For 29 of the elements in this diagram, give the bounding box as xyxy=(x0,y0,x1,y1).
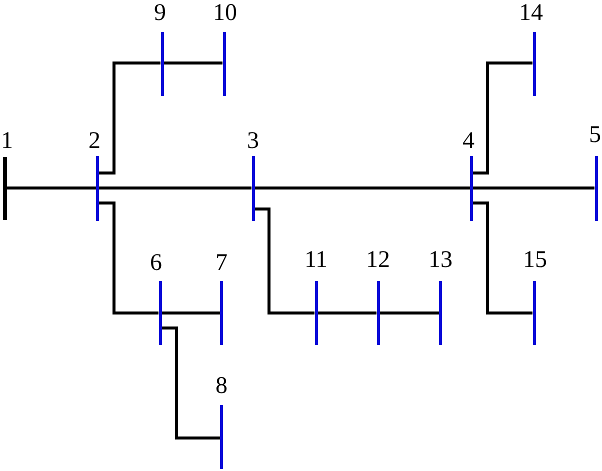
bus-number: 2 xyxy=(88,129,100,153)
bus-number: 1 xyxy=(1,129,13,153)
bus-number: 11 xyxy=(304,248,328,272)
bus-number: 5 xyxy=(589,123,601,147)
bus-number: 14 xyxy=(519,1,543,25)
feeder-line xyxy=(473,186,594,190)
bus-number: 15 xyxy=(523,248,547,272)
feeder-line xyxy=(162,326,220,440)
bus-number: 10 xyxy=(213,1,237,25)
feeder-line xyxy=(473,62,532,174)
feeder-line xyxy=(473,202,532,314)
feeder-line xyxy=(164,62,222,64)
bus-number: 4 xyxy=(462,129,474,153)
bus-number: 12 xyxy=(366,248,390,272)
bus-number: 3 xyxy=(247,129,259,153)
feeder-line xyxy=(254,186,470,190)
bus-number: 13 xyxy=(428,248,452,272)
feeder-line xyxy=(99,202,158,314)
feeder-line xyxy=(99,62,160,174)
bus-number: 7 xyxy=(216,251,228,275)
feeder-line xyxy=(99,186,252,190)
bus-number: 8 xyxy=(216,374,228,398)
feeder-line xyxy=(318,312,376,314)
feeder-line xyxy=(162,312,220,314)
bus-number: 6 xyxy=(150,251,162,275)
feeder-line xyxy=(380,312,439,314)
feeder-line xyxy=(7,186,96,190)
feeder-line xyxy=(254,208,314,314)
bus-number: 9 xyxy=(154,1,166,25)
